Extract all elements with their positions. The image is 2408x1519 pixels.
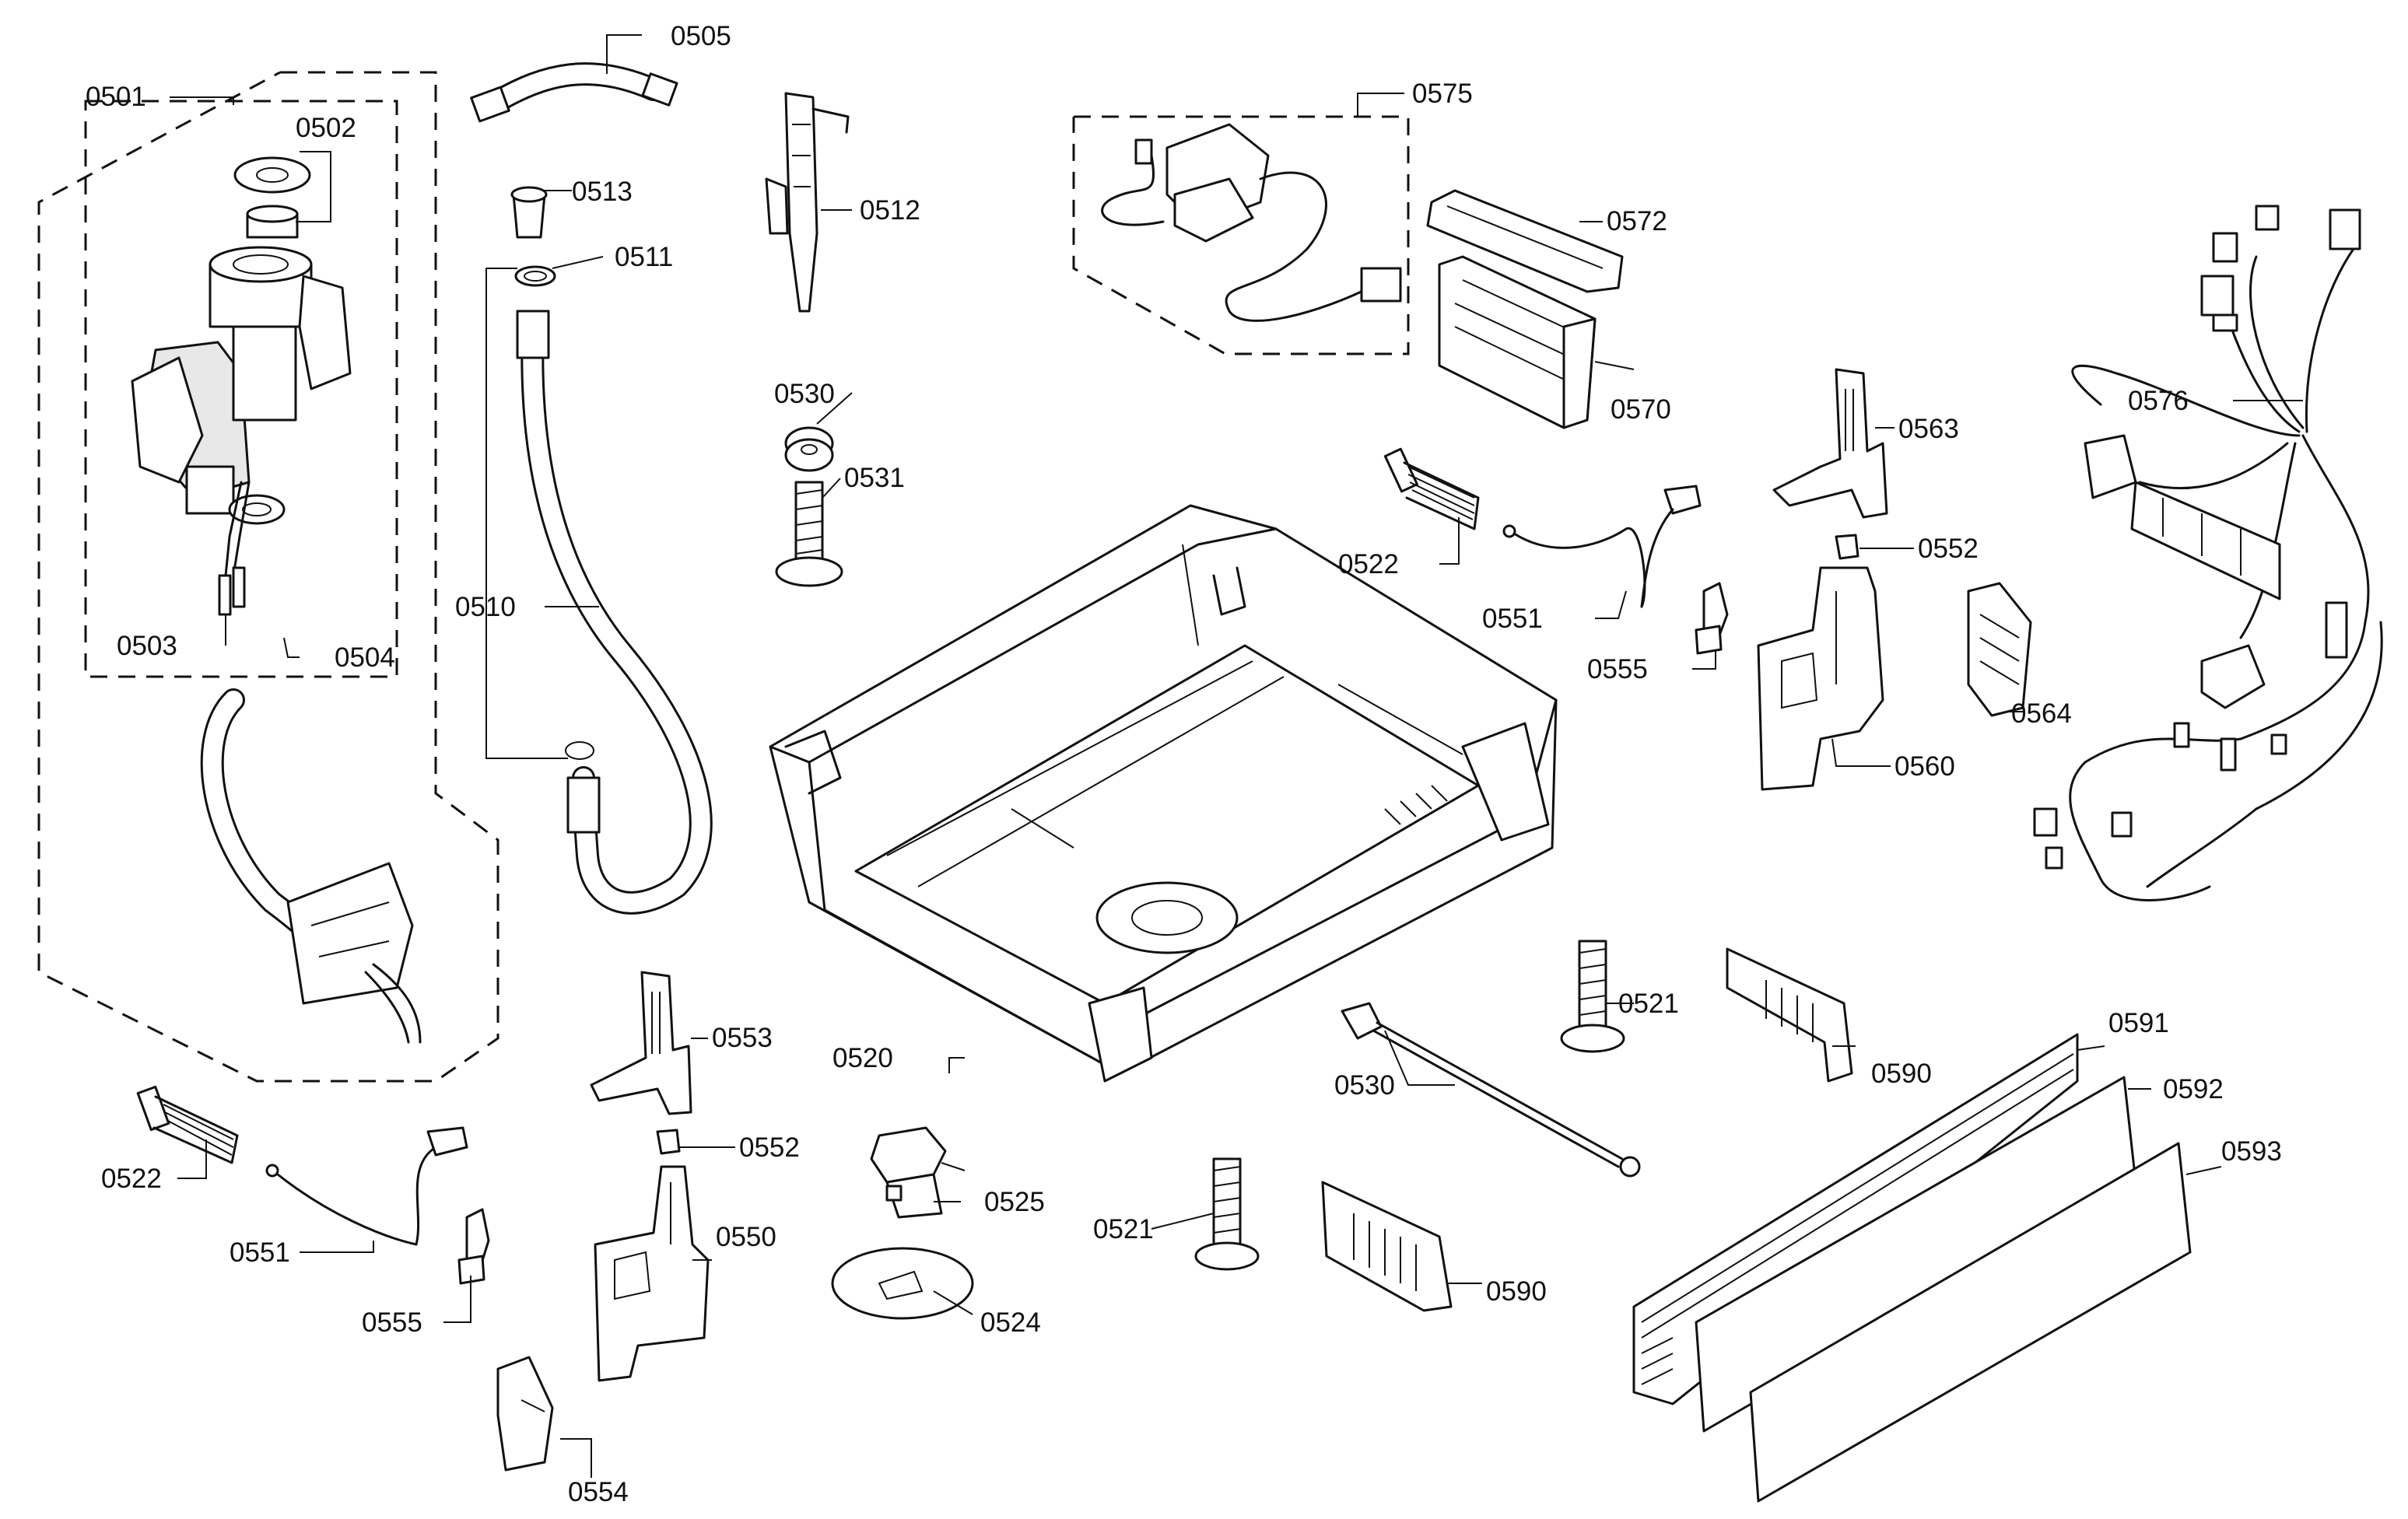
label-0511: 0511 [615, 242, 673, 272]
spring-0522-left [136, 1085, 239, 1164]
power-cord-group-0575 [1072, 115, 1410, 355]
wire-harness-0576 [2033, 205, 2383, 901]
label-0576: 0576 [2128, 386, 2189, 416]
label-0520: 0520 [832, 1043, 893, 1073]
module-0570 [1438, 255, 1597, 429]
label-0564: 0564 [2011, 698, 2072, 729]
label-0530-top: 0530 [774, 379, 835, 409]
leader-lines [170, 34, 2303, 1478]
clip-0525 [870, 1126, 947, 1219]
label-0575: 0575 [1412, 79, 1473, 109]
label-0590-lower: 0590 [1486, 1276, 1547, 1307]
hinge-plate-0560 [1757, 566, 1884, 791]
clip-0555-left [457, 1208, 490, 1285]
label-0522-right: 0522 [1338, 549, 1399, 579]
label-0551-left: 0551 [230, 1237, 290, 1268]
label-0504: 0504 [335, 642, 395, 673]
nut-0530 [784, 426, 834, 472]
label-0563: 0563 [1898, 414, 1959, 444]
label-0530-rod: 0530 [1334, 1070, 1395, 1101]
inlet-hose [200, 688, 422, 1044]
panel-0572 [1426, 189, 1624, 293]
label-0552-left: 0552 [739, 1132, 800, 1163]
label-0555-left: 0555 [362, 1307, 422, 1338]
label-0592: 0592 [2163, 1074, 2224, 1104]
wire-0551-left [265, 1126, 468, 1246]
label-0560: 0560 [1895, 751, 1955, 782]
label-0590-upper: 0590 [1871, 1059, 1932, 1089]
label-0510: 0510 [455, 592, 516, 622]
hinge-bracket-0563 [1772, 368, 1888, 519]
label-0505: 0505 [671, 21, 731, 51]
panel-0593 [1749, 1142, 2192, 1503]
label-0512: 0512 [860, 195, 920, 226]
label-0570: 0570 [1611, 394, 1671, 425]
hose-0505 [470, 62, 678, 123]
rod-0530 [1341, 1002, 1641, 1178]
spring-0522-right [1383, 447, 1480, 530]
disc-0524 [831, 1247, 974, 1320]
label-0572: 0572 [1607, 206, 1667, 236]
vent-0590-lower [1321, 1181, 1453, 1312]
label-0501: 0501 [86, 82, 146, 112]
label-0521-left: 0521 [1093, 1214, 1154, 1244]
screw-0521-left [1194, 1157, 1260, 1271]
screw-0531 [775, 481, 843, 587]
label-0555-right: 0555 [1587, 654, 1648, 684]
label-0551-right: 0551 [1482, 604, 1543, 634]
base-tub-0520 [769, 504, 1558, 1083]
label-0550: 0550 [716, 1222, 776, 1252]
label-0553: 0553 [712, 1023, 773, 1053]
wire-0551-right [1502, 485, 1702, 608]
label-0524: 0524 [980, 1307, 1041, 1338]
label-0502: 0502 [296, 113, 356, 143]
inlet-valve-0504 [131, 156, 352, 616]
cover-0554 [496, 1356, 554, 1472]
vent-0590-upper [1726, 947, 1853, 1083]
hinge-plate-0550 [594, 1165, 710, 1382]
label-0554: 0554 [568, 1477, 629, 1507]
bracket-0512 [765, 92, 850, 313]
pin-0552-left [656, 1129, 681, 1155]
label-0503: 0503 [117, 631, 177, 661]
label-0513: 0513 [572, 177, 633, 207]
label-0521-right: 0521 [1618, 989, 1679, 1019]
label-0525: 0525 [984, 1187, 1045, 1217]
label-0522-left: 0522 [101, 1164, 162, 1194]
drain-hose-0510 [510, 186, 713, 915]
screw-0521-right [1560, 940, 1625, 1053]
label-0591: 0591 [2108, 1008, 2169, 1038]
terminal-block-0564 [1967, 582, 2032, 717]
pin-0552-right [1835, 534, 1859, 560]
clip-0555-right [1695, 582, 1729, 655]
label-0531: 0531 [844, 463, 905, 493]
group-0501-inlet-assembly [37, 71, 499, 1083]
part-labels: 0501 0502 0503 0504 0505 0513 0511 0510 … [86, 21, 2282, 1507]
label-0552-right: 0552 [1918, 534, 1979, 564]
hinge-bracket-0553 [590, 971, 692, 1115]
label-0593: 0593 [2221, 1136, 2282, 1167]
